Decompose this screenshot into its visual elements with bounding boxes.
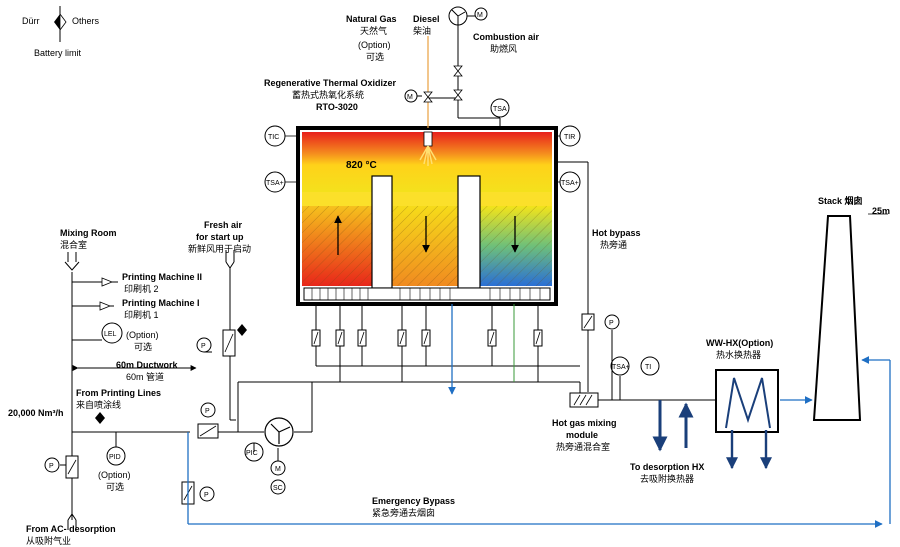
stack-height-label: 25m bbox=[872, 206, 891, 216]
p-tag-bypass: P bbox=[204, 492, 209, 499]
emergency-bypass-label: Emergency Bypass bbox=[372, 496, 456, 506]
printing-machine-2-label: Printing Machine II bbox=[122, 272, 203, 282]
combustion-air-cn-label: 助燃风 bbox=[490, 44, 518, 54]
burner-fuel-train bbox=[404, 6, 501, 128]
desorption-hx-label: To desorption HX bbox=[630, 462, 705, 472]
battery-limit-diamond-icon-3 bbox=[95, 412, 105, 424]
printing-lines-cn-label: 来自喷涂线 bbox=[76, 400, 122, 410]
tic-tag: TIC bbox=[268, 134, 280, 141]
p-tag-fresh: P bbox=[201, 343, 206, 350]
p-tag-main: P bbox=[205, 408, 210, 415]
tir-tag: TIR bbox=[564, 134, 576, 141]
stack-label: Stack 烟囱 bbox=[818, 196, 863, 206]
natural-gas-option-cn-label: 可选 bbox=[366, 52, 385, 62]
rto-title: Regenerative Thermal Oxidizer bbox=[264, 78, 397, 88]
ww-hx-label: WW-HX(Option) bbox=[706, 338, 774, 348]
ac-desorption-cn-label: 从吸附气业 bbox=[26, 536, 72, 546]
hot-gas-mixing-cn-label: 热旁通混合室 bbox=[556, 442, 611, 452]
diesel-cn-label: 柴油 bbox=[413, 26, 432, 36]
lel-option-label: (Option) bbox=[126, 330, 159, 340]
instrument-bubbles bbox=[44, 98, 660, 502]
p-tag-hot-bypass: P bbox=[609, 320, 614, 327]
lel-tag: LEL bbox=[104, 331, 117, 338]
tsa-plus-tag-right: TSA+ bbox=[561, 180, 579, 187]
ac-desorption-label: From AC- desorption bbox=[26, 524, 116, 534]
rto-tag: RTO-3020 bbox=[316, 102, 358, 112]
lel-option-cn-label: 可选 bbox=[134, 342, 153, 352]
sc-tag: SC bbox=[273, 485, 283, 492]
hot-bypass-label: Hot bypass bbox=[592, 228, 641, 238]
p-tag-ac: P bbox=[49, 463, 54, 470]
motor-tag-main: M bbox=[275, 466, 281, 473]
pic-tag: PIC bbox=[246, 450, 258, 457]
printing-machine-1-label: Printing Machine I bbox=[122, 298, 200, 308]
pid-option-cn-label: 可选 bbox=[106, 482, 125, 492]
hot-bypass-cn-label: 热旁通 bbox=[600, 240, 628, 250]
combustion-air-label: Combustion air bbox=[473, 32, 540, 42]
tsa-tag: TSA bbox=[493, 106, 507, 113]
hot-gas-mixing-module bbox=[569, 392, 599, 408]
ww-heat-exchanger bbox=[715, 369, 779, 470]
diesel-label: Diesel bbox=[413, 14, 440, 24]
natural-gas-label: Natural Gas bbox=[346, 14, 397, 24]
fresh-air-sub-label: for start up bbox=[196, 232, 244, 242]
ti-tag: TI bbox=[645, 364, 652, 371]
fresh-air-label: Fresh air bbox=[204, 220, 243, 230]
pid-tag: PID bbox=[109, 454, 121, 461]
desorption-hx-cn-label: 去吸附换热器 bbox=[640, 474, 695, 484]
ww-hx-cn-label: 热水换热器 bbox=[716, 350, 762, 360]
bypass-lines bbox=[187, 304, 891, 528]
rto-unit bbox=[296, 126, 558, 306]
ductwork-label: 60m Ductwork bbox=[116, 360, 178, 370]
fresh-air-cn-label: 新鲜风用于启动 bbox=[188, 244, 252, 254]
natural-gas-cn-label: 天然气 bbox=[360, 26, 388, 36]
burner-flame-icon bbox=[419, 145, 437, 166]
battery-limit-legend bbox=[54, 6, 67, 42]
flow-rate-label: 20,000 Nm³/h bbox=[8, 408, 64, 418]
legend-left-label: Dürr bbox=[22, 16, 40, 26]
legend-right-label: Others bbox=[72, 16, 100, 26]
natural-gas-option-label: (Option) bbox=[358, 40, 391, 50]
hot-gas-mixing-sub-label: module bbox=[566, 430, 599, 440]
tsa-plus-tag-hx: TSA+ bbox=[612, 364, 630, 371]
emergency-bypass-cn-label: 紧急旁通去烟囱 bbox=[372, 508, 436, 518]
stack bbox=[812, 213, 888, 421]
printing-lines-label: From Printing Lines bbox=[76, 388, 162, 398]
battery-limit-diamond-icon-2 bbox=[237, 324, 247, 336]
motor-tag-fan: M bbox=[477, 12, 483, 19]
ductwork-cn-label: 60m 管道 bbox=[126, 372, 165, 382]
tsa-plus-tag-left: TSA+ bbox=[266, 180, 284, 187]
desorption-hx-arrows bbox=[652, 400, 694, 452]
pid-option-label: (Option) bbox=[98, 470, 131, 480]
printing-machine-2-cn-label: 印刷机 2 bbox=[124, 284, 159, 294]
motor-tag-fuel: M bbox=[407, 94, 413, 101]
main-fan-icon bbox=[264, 417, 294, 447]
rto-temperature: 820 °C bbox=[346, 160, 377, 171]
mixing-room-cn-label: 混合室 bbox=[60, 240, 88, 250]
legend-caption: Battery limit bbox=[34, 48, 82, 58]
hot-gas-mixing-label: Hot gas mixing bbox=[552, 418, 617, 428]
printing-machine-1-cn-label: 印刷机 1 bbox=[124, 310, 159, 320]
rto-title-cn: 蓄热式热氧化系统 bbox=[292, 90, 365, 100]
mixing-room-label: Mixing Room bbox=[60, 228, 117, 238]
